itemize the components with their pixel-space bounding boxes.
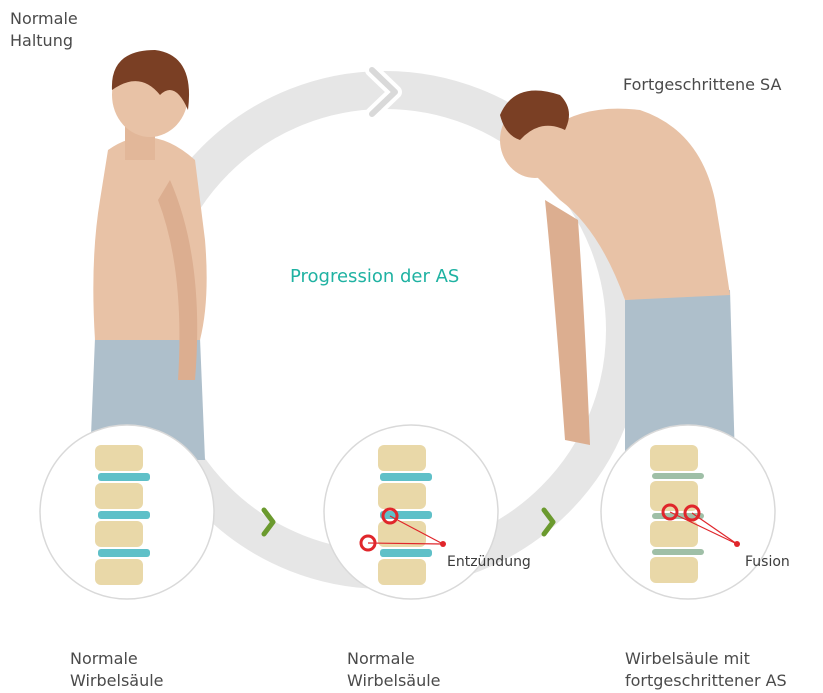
advanced-sa-label: Fortgeschrittene SA: [623, 74, 781, 96]
spine2-caption-line1: Normale: [347, 648, 441, 670]
spine1-caption-line1: Normale: [70, 648, 164, 670]
normal-posture-line1: Normale: [10, 8, 78, 30]
spine2-caption: Normale Wirbelsäule: [347, 648, 441, 692]
spine-normal-1: [40, 425, 214, 599]
inflammation-label: Entzündung: [447, 554, 531, 570]
spine3-caption: Wirbelsäule mit fortgeschrittener AS: [625, 648, 787, 692]
spine2-caption-line2: Wirbelsäule: [347, 670, 441, 692]
spine3-caption-line2: fortgeschrittener AS: [625, 670, 787, 692]
spine1-caption-line2: Wirbelsäule: [70, 670, 164, 692]
spine-inflamed: [324, 425, 498, 599]
normal-posture-label: Normale Haltung: [10, 8, 78, 52]
normal-posture-line2: Haltung: [10, 30, 78, 52]
spine-fused: [601, 425, 775, 599]
spine1-caption: Normale Wirbelsäule: [70, 648, 164, 692]
fusion-label: Fusion: [745, 554, 790, 570]
spine3-caption-line1: Wirbelsäule mit: [625, 648, 787, 670]
progression-title: Progression der AS: [290, 266, 459, 287]
normal-posture-figure: [90, 50, 207, 460]
